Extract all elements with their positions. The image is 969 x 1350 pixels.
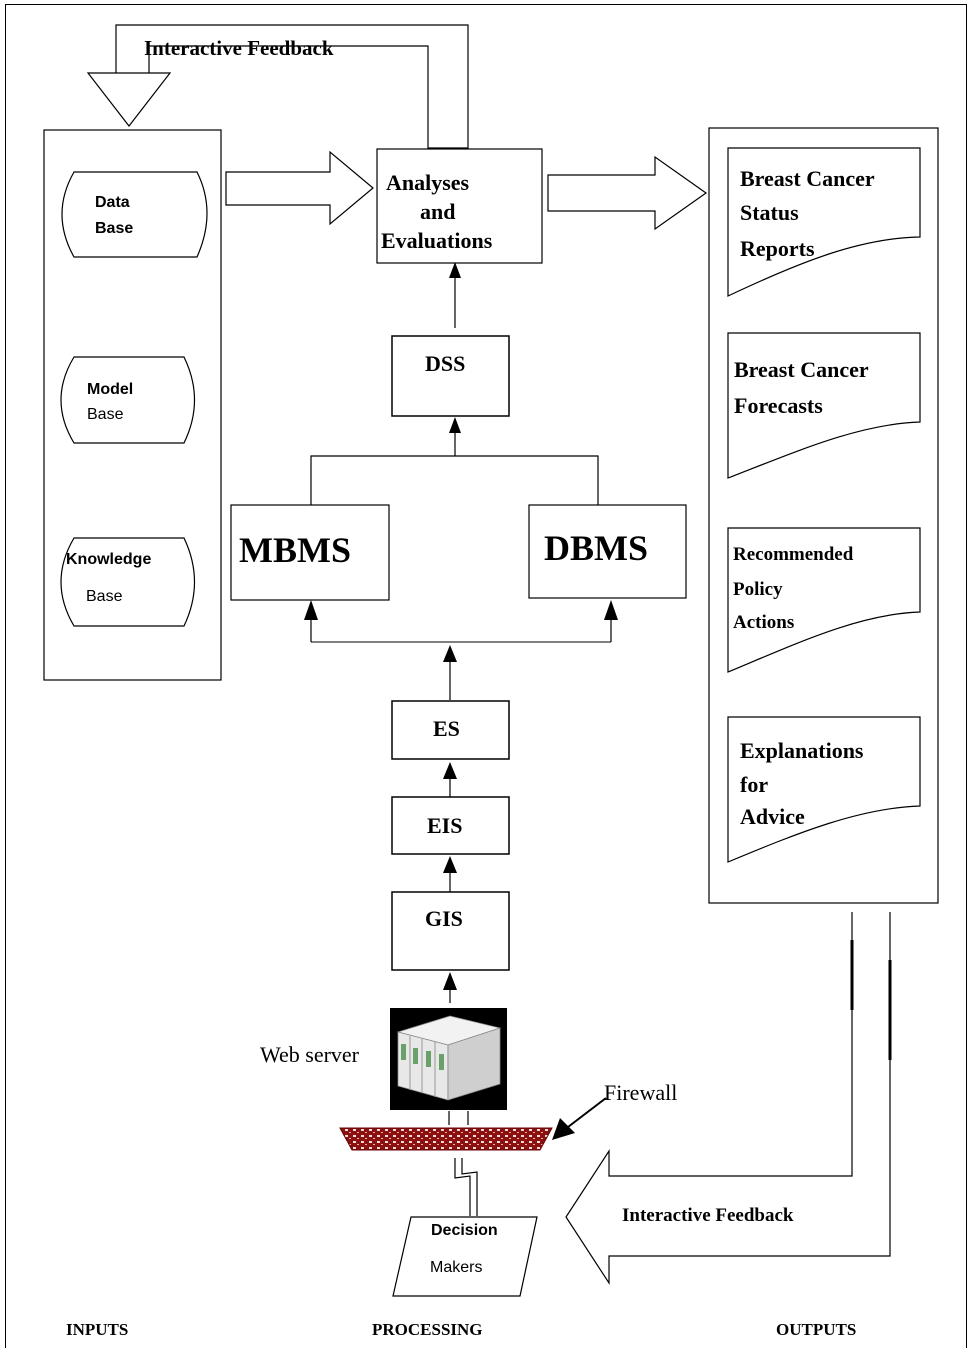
model-base-shape bbox=[60, 356, 196, 444]
analyses-label-line3: Evaluations bbox=[381, 228, 493, 253]
status-reports-line1: Breast Cancer bbox=[740, 166, 875, 191]
status-reports-line2: Status bbox=[740, 200, 799, 225]
policy-line1: Recommended bbox=[733, 544, 854, 565]
model-base-label-line1: Model bbox=[87, 381, 134, 398]
mbms-up-arrowhead bbox=[304, 600, 318, 620]
firewall-callout-arrowhead bbox=[552, 1118, 575, 1140]
top-feedback-label: Interactive Feedback bbox=[144, 36, 334, 60]
input-to-analyses-arrow bbox=[225, 150, 374, 226]
mbms-box bbox=[230, 504, 390, 601]
es-box bbox=[391, 700, 510, 760]
network-link bbox=[454, 1158, 471, 1216]
forecasts-line1: Breast Cancer bbox=[734, 357, 869, 382]
policy-doc bbox=[727, 527, 921, 673]
processing-column-label: PROCESSING bbox=[372, 1320, 483, 1339]
es-label: ES bbox=[433, 716, 460, 741]
policy-line2: Policy bbox=[733, 579, 783, 600]
eis-box bbox=[391, 796, 510, 855]
dss-up-arrowhead bbox=[449, 262, 461, 278]
eis-up-arrowhead bbox=[443, 856, 457, 873]
decision-makers-label-line2: Makers bbox=[430, 1259, 483, 1276]
analyses-label-line1: Analyses bbox=[386, 170, 470, 195]
explanations-doc bbox=[727, 716, 921, 863]
knowledge-base-label-line1: Knowledge bbox=[66, 551, 152, 568]
inputs-column-label: INPUTS bbox=[66, 1320, 129, 1339]
status-reports-line3: Reports bbox=[740, 236, 815, 261]
web-server-icon bbox=[390, 1008, 507, 1110]
gis-label: GIS bbox=[425, 906, 463, 931]
data-base-label-line2: Base bbox=[95, 220, 134, 237]
bottom-feedback-arrow bbox=[565, 912, 891, 1286]
eis-label: EIS bbox=[427, 813, 463, 838]
explanations-line2: for bbox=[740, 772, 769, 797]
analyses-box bbox=[376, 148, 543, 264]
decision-makers-label-line1: Decision bbox=[431, 1222, 498, 1239]
analyses-to-outputs-arrow bbox=[547, 155, 708, 231]
decision-makers-shape bbox=[392, 1216, 538, 1297]
dss-box bbox=[391, 335, 510, 417]
dbms-up-arrowhead bbox=[604, 600, 618, 620]
gis-up-arrowhead bbox=[443, 972, 457, 990]
bottom-feedback-label: Interactive Feedback bbox=[622, 1205, 794, 1226]
forecasts-line2: Forecasts bbox=[734, 393, 823, 418]
knowledge-base-shape bbox=[60, 537, 196, 627]
diagram-frame bbox=[5, 4, 967, 1348]
knowledge-base-label-line2: Base bbox=[86, 588, 123, 605]
firewall-shape bbox=[339, 1127, 553, 1151]
forecasts-doc bbox=[727, 332, 921, 479]
status-reports-doc bbox=[727, 147, 921, 297]
mbms-dbms-up-arrowhead bbox=[449, 417, 461, 433]
dbms-box bbox=[528, 504, 687, 599]
top-feedback-arrow bbox=[86, 24, 469, 149]
dbms-label: DBMS bbox=[544, 528, 649, 568]
firewall-label: Firewall bbox=[604, 1080, 678, 1105]
junction-up-arrowhead bbox=[443, 645, 457, 662]
explanations-line3: Advice bbox=[740, 804, 805, 829]
mbms-label: MBMS bbox=[239, 530, 351, 570]
gis-box bbox=[391, 891, 510, 971]
dss-label: DSS bbox=[425, 351, 466, 376]
policy-line3: Actions bbox=[733, 612, 795, 633]
outputs-column-label: OUTPUTS bbox=[776, 1320, 857, 1339]
analyses-label-line2: and bbox=[420, 199, 456, 224]
es-up-arrowhead bbox=[443, 762, 457, 779]
web-server-label: Web server bbox=[260, 1042, 360, 1067]
data-base-label-line1: Data bbox=[95, 194, 130, 211]
explanations-line1: Explanations bbox=[740, 738, 864, 763]
model-base-label-line2: Base bbox=[87, 406, 124, 423]
data-base-shape bbox=[61, 171, 208, 258]
